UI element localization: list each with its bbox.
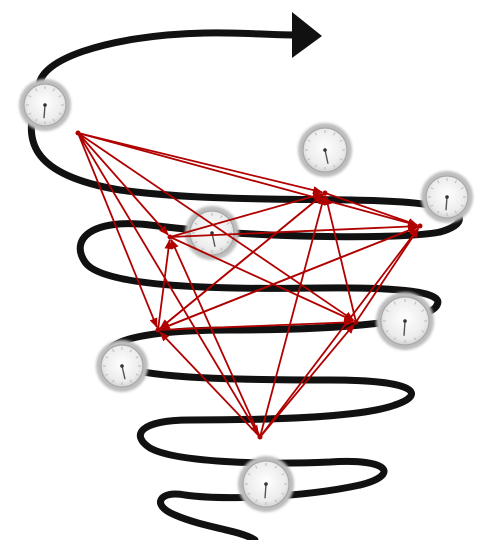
network-edge-arrow: [259, 323, 355, 438]
network-edge-arrow: [324, 192, 419, 226]
network-node: [353, 319, 359, 325]
network-node: [257, 434, 263, 440]
network-node: [75, 130, 81, 136]
spiral-loop-4: [136, 401, 399, 489]
network-edge-arrow: [169, 192, 324, 238]
network-node: [155, 327, 161, 333]
network-edge-arrow: [170, 238, 261, 438]
network-edge-arrow: [77, 132, 419, 227]
gauge-group: [19, 79, 473, 512]
network-edge-arrow: [77, 132, 158, 329]
network-edges: [75, 130, 423, 440]
network-edge-arrow: [323, 194, 357, 323]
network-edge-arrow: [77, 132, 169, 236]
network-edge-arrow: [169, 236, 355, 322]
spiral-helix: [27, 29, 463, 540]
gauge-clock-icon: [19, 79, 71, 131]
network-edge-arrow: [77, 132, 260, 436]
direction-arrow-icon: [292, 12, 322, 58]
network-node: [322, 190, 328, 196]
network-edge-arrow: [157, 238, 173, 331]
network-edge-arrow: [259, 194, 326, 438]
gauge-clock-icon: [96, 340, 148, 392]
network-edge-arrow: [355, 227, 420, 323]
network-edge-arrow: [157, 318, 355, 331]
network-node: [167, 234, 173, 240]
network-edge-arrow: [169, 222, 419, 238]
network-edge-arrow: [259, 227, 419, 438]
gauge-clock-icon: [376, 292, 434, 350]
gauge-clock-icon: [185, 206, 239, 260]
network-edge-arrow: [77, 132, 324, 195]
gauge-clock-icon: [421, 171, 473, 223]
gauge-clock-icon: [298, 123, 352, 177]
network-node: [417, 223, 423, 229]
network-edge-arrow: [159, 225, 421, 330]
network-edge-arrow: [159, 331, 261, 438]
gauge-clock-icon: [238, 456, 294, 512]
spiral-loop-2: [76, 220, 444, 309]
network-edge-arrow: [77, 132, 355, 322]
network-edge-arrow: [159, 192, 326, 329]
spiral-top-arc: [35, 29, 304, 96]
